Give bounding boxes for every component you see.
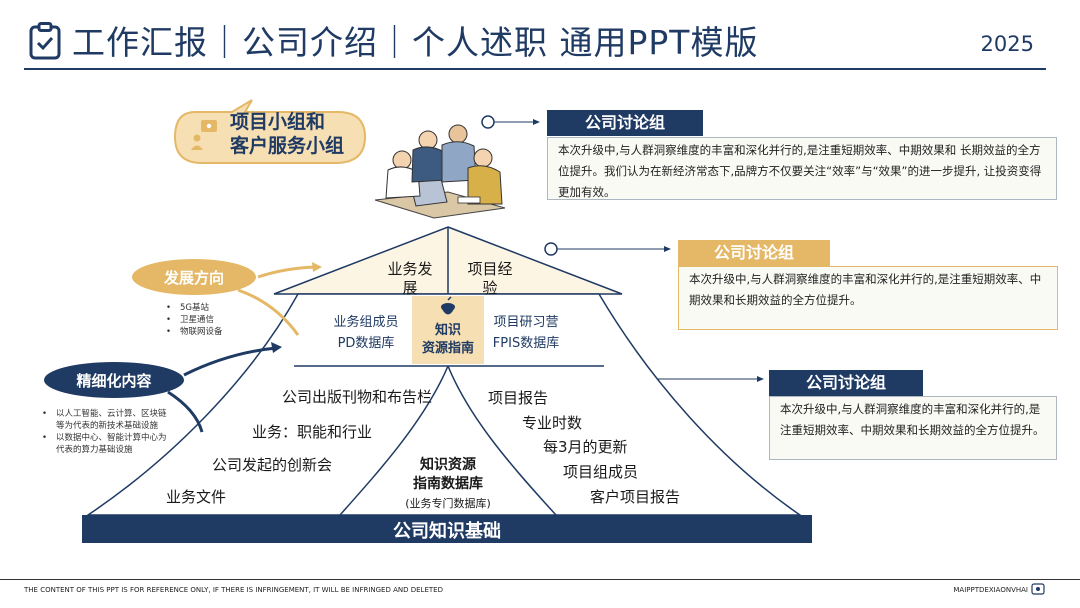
roof-left-line2: 展	[402, 279, 418, 297]
mid-left-line1: 业务组成员	[333, 315, 399, 330]
roof-right-line2: 验	[482, 279, 498, 297]
footer-logo-icon	[1031, 583, 1045, 595]
speech-bubble	[173, 99, 367, 164]
mid-left-label: 业务组成员 PD数据库	[320, 312, 412, 354]
center-label: 知识 资源指南	[412, 322, 484, 358]
team-meeting-illustration	[374, 124, 506, 219]
direction-pill	[132, 259, 256, 295]
direction-item: 物联网设备	[166, 326, 266, 338]
mid-right-line1: 项目研习营	[493, 315, 559, 330]
right-item: 项目报告	[488, 389, 549, 407]
bottom-center-sub: (业务专门数据库)	[405, 497, 491, 510]
mid-left-line2: PD数据库	[337, 336, 395, 351]
refine-pill	[44, 362, 184, 398]
bottom-center-label: 知识资源 指南数据库 (业务专门数据库)	[388, 456, 508, 513]
center-line1: 知识	[434, 323, 461, 338]
direction-label: 发展方向	[163, 269, 224, 287]
title-divider	[24, 68, 1046, 70]
refine-item: 以人工智能、云计算、区块链等为代表的新技术基础设施	[42, 408, 170, 432]
refine-list: 以人工智能、云计算、区块链等为代表的新技术基础设施 以数据中心、智能计算中心为代…	[42, 408, 170, 456]
direction-item: 卫星通信	[166, 314, 266, 326]
card1-connector	[481, 115, 540, 129]
card1-body: 本次升级中,与人群洞察维度的丰富和深化并行的,是注重短期效率、中期效果和 长期效…	[547, 137, 1057, 200]
bottom-center-line1: 知识资源	[420, 457, 476, 473]
base-bar	[82, 515, 812, 543]
bubble-line-2: 客户服务小组	[230, 135, 345, 157]
roof-right-line1: 项目经	[467, 260, 513, 278]
card1-title: 公司讨论组	[547, 110, 703, 136]
refine-arrows	[167, 342, 282, 433]
refine-item: 以数据中心、智能计算中心为代表的算力基础设施	[42, 432, 170, 456]
right-item: 客户项目报告	[590, 488, 681, 506]
support-chat-icon	[191, 120, 217, 150]
mid-right-label: 项目研习营 FPIS数据库	[484, 312, 568, 354]
bubble-line-1: 项目小组和	[230, 111, 326, 133]
bottom-center-line2: 指南数据库	[413, 476, 483, 492]
direction-item: 5G基站	[166, 302, 266, 314]
left-item: 业务文件	[166, 488, 227, 506]
roof-right-label: 项目经 验	[460, 260, 520, 298]
right-item: 专业时数	[522, 414, 583, 432]
roof-left-label: 业务发 展	[380, 260, 440, 298]
card2-body: 本次升级中,与人群洞察维度的丰富和深化并行的,是注重短期效率、中期效果和长期效益…	[678, 266, 1058, 330]
card3-body: 本次升级中,与人群洞察维度的丰富和深化并行的,是注重短期效率、中期效果和长期效益…	[769, 396, 1057, 460]
house-roof	[273, 226, 623, 295]
footer-brand: MAIPPTDEXIAONVHAI	[953, 586, 1028, 594]
refine-label: 精细化内容	[76, 372, 152, 390]
left-item: 公司出版刊物和布告栏	[282, 388, 433, 406]
left-item: 业务：职能和行业	[252, 423, 373, 441]
center-line2: 资源指南	[421, 341, 474, 356]
bubble-text: 项目小组和 客户服务小组	[230, 110, 344, 158]
right-item: 项目组成员	[563, 463, 639, 481]
right-item: 每3月的更新	[543, 438, 628, 456]
mid-right-line2: FPIS数据库	[492, 336, 560, 351]
direction-list: 5G基站 卫星通信 物联网设备	[166, 302, 266, 338]
page-title: 工作汇报｜公司介绍｜个人述职 通用PPT模版	[72, 23, 759, 62]
card2-connector	[544, 242, 671, 256]
left-item: 公司发起的创新会	[212, 456, 333, 474]
clipboard-icon	[29, 22, 61, 60]
card2-title: 公司讨论组	[678, 240, 830, 266]
card3-title: 公司讨论组	[769, 370, 923, 396]
acorn-icon	[441, 296, 455, 315]
year-label: 2025	[980, 32, 1034, 56]
direction-arrows	[237, 262, 322, 336]
footer-divider	[0, 579, 1080, 580]
base-label: 公司知识基础	[393, 521, 501, 542]
footer-disclaimer: THE CONTENT OF THIS PPT IS FOR REFERENCE…	[24, 586, 443, 594]
roof-left-line1: 业务发	[387, 260, 433, 278]
